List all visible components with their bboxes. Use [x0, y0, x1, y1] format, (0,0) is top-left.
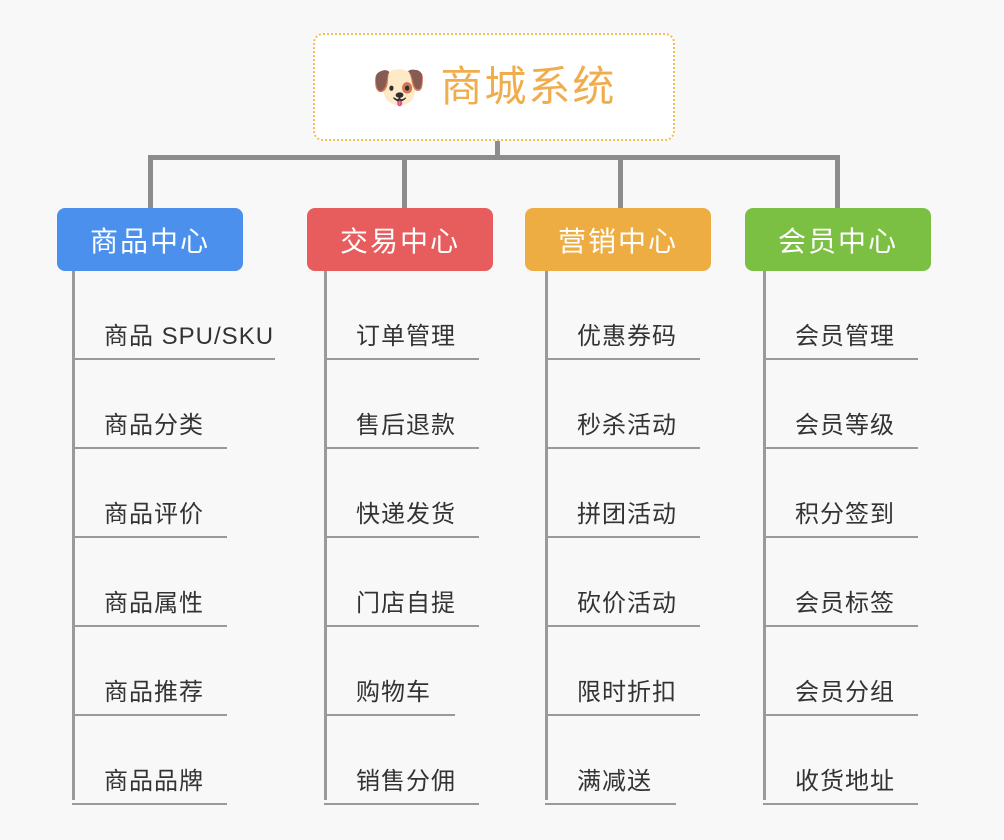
column-trunk-line	[763, 271, 766, 800]
column-trunk-line	[545, 271, 548, 800]
leaf-item[interactable]: 售后退款	[324, 360, 479, 449]
leaf-item-label: 售后退款	[356, 412, 456, 439]
root-node-title: 商城系统	[440, 63, 617, 110]
category-header-marketing-center[interactable]: 营销中心	[525, 208, 711, 271]
leaf-item[interactable]: 会员分组	[763, 627, 918, 716]
leaf-item-label: 收货地址	[795, 768, 895, 795]
leaf-item[interactable]: 会员管理	[763, 271, 918, 360]
leaf-item-label: 会员标签	[795, 590, 895, 617]
leaf-item[interactable]: 限时折扣	[545, 627, 700, 716]
leaf-item-label: 商品 SPU/SKU	[104, 323, 275, 350]
leaf-item[interactable]: 订单管理	[324, 271, 479, 360]
leaf-item-label: 商品评价	[104, 501, 204, 528]
category-header-product-center[interactable]: 商品中心	[57, 208, 243, 271]
category-header-trade-center[interactable]: 交易中心	[307, 208, 493, 271]
leaf-item-label: 商品分类	[104, 412, 204, 439]
leaf-item-label: 订单管理	[356, 323, 456, 350]
leaf-item[interactable]: 商品品牌	[72, 716, 227, 805]
connector-drop-trade-center	[402, 155, 407, 210]
leaf-item[interactable]: 商品评价	[72, 449, 227, 538]
leaf-item-label: 满减送	[577, 768, 652, 795]
connector-drop-member-center	[835, 155, 840, 210]
column-trunk-line	[324, 271, 327, 800]
shiba-dog-face-icon: 🐶	[371, 63, 427, 112]
leaf-item[interactable]: 商品属性	[72, 538, 227, 627]
leaf-item-label: 优惠券码	[577, 323, 677, 350]
leaf-item-label: 快递发货	[356, 501, 456, 528]
leaf-item[interactable]: 商品推荐	[72, 627, 227, 716]
leaf-item[interactable]: 拼团活动	[545, 449, 700, 538]
leaf-item[interactable]: 收货地址	[763, 716, 918, 805]
leaf-item-label: 拼团活动	[577, 501, 677, 528]
connector-drop-product-center	[148, 155, 153, 210]
leaf-item-label: 门店自提	[356, 590, 456, 617]
leaf-item-label: 会员管理	[795, 323, 895, 350]
leaf-item-label: 商品推荐	[104, 679, 204, 706]
leaf-item[interactable]: 满减送	[545, 716, 676, 805]
leaf-item[interactable]: 购物车	[324, 627, 455, 716]
leaf-item[interactable]: 快递发货	[324, 449, 479, 538]
leaf-item[interactable]: 秒杀活动	[545, 360, 700, 449]
leaf-item[interactable]: 砍价活动	[545, 538, 700, 627]
leaf-item-label: 购物车	[356, 679, 431, 706]
category-header-member-center[interactable]: 会员中心	[745, 208, 931, 271]
connector-drop-marketing-center	[618, 155, 623, 210]
category-header-label: 会员中心	[777, 225, 898, 257]
leaf-item-label: 商品品牌	[104, 768, 204, 795]
leaf-item-label: 秒杀活动	[577, 412, 677, 439]
leaf-item-label: 积分签到	[795, 501, 895, 528]
leaf-item[interactable]: 商品分类	[72, 360, 227, 449]
leaf-item[interactable]: 优惠券码	[545, 271, 700, 360]
leaf-item-label: 销售分佣	[356, 768, 456, 795]
root-node-mall-system[interactable]: 🐶 商城系统	[313, 33, 675, 141]
leaf-item-label: 会员等级	[795, 412, 895, 439]
leaf-item[interactable]: 会员等级	[763, 360, 918, 449]
column-trunk-line	[72, 271, 75, 800]
category-header-label: 营销中心	[557, 225, 678, 257]
leaf-item-label: 会员分组	[795, 679, 895, 706]
category-header-label: 交易中心	[339, 225, 460, 257]
leaf-item[interactable]: 积分签到	[763, 449, 918, 538]
connector-horizontal-bus	[148, 155, 840, 160]
leaf-item-label: 商品属性	[104, 590, 204, 617]
connector-root-stem	[495, 141, 500, 160]
leaf-item-label: 限时折扣	[577, 679, 677, 706]
leaf-item-label: 砍价活动	[577, 590, 677, 617]
leaf-item[interactable]: 销售分佣	[324, 716, 479, 805]
category-header-label: 商品中心	[89, 225, 210, 257]
leaf-item[interactable]: 商品 SPU/SKU	[72, 271, 275, 360]
leaf-item[interactable]: 门店自提	[324, 538, 479, 627]
leaf-item[interactable]: 会员标签	[763, 538, 918, 627]
